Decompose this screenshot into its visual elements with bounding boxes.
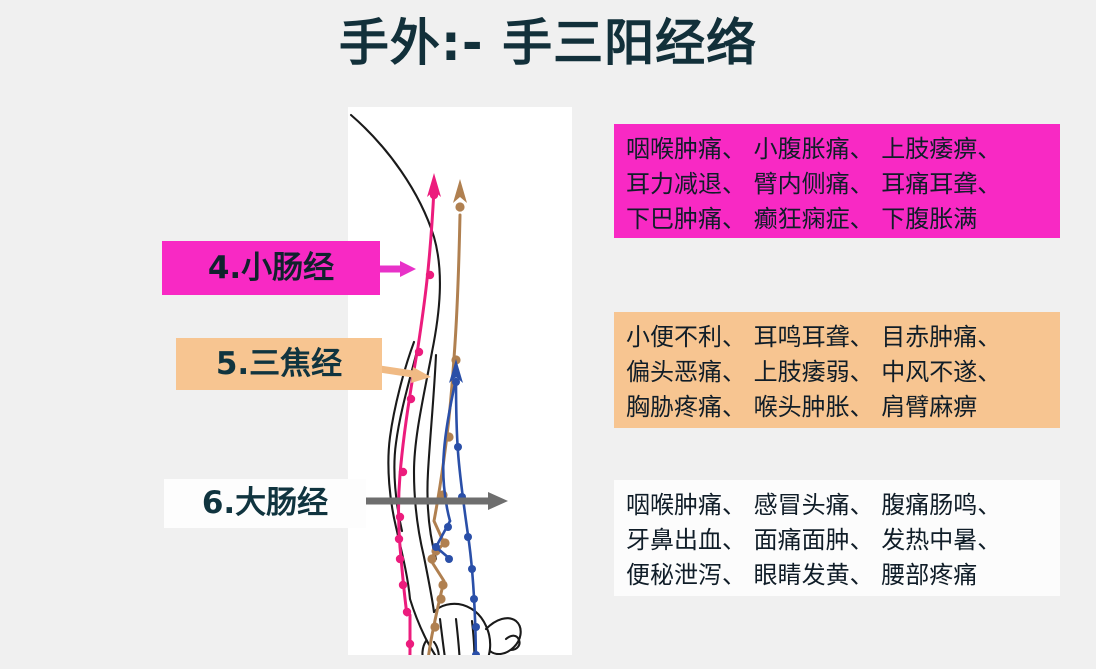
symptom-line: 便秘泄泻、 眼睛发黄、 腰部疼痛 (626, 561, 978, 589)
meridian-label-large-intestine[interactable]: 6.大肠经 (164, 479, 366, 528)
arm-meridian-diagram (348, 107, 572, 655)
symptom-line: 下巴肿痛、 癫狂痫症、 下腹胀满 (626, 205, 978, 233)
large-intestine-points (432, 378, 480, 655)
symptom-line: 胸胁疼痛、 喉头肿胀、 肩臂麻痹 (626, 393, 978, 421)
triple-burner-points (427, 202, 465, 632)
symptom-line: 耳力减退、 臂内侧痛、 耳痛耳聋、 (626, 170, 1002, 198)
symptom-line: 牙鼻出血、 面痛面肿、 发热中暑、 (626, 526, 1002, 554)
symptom-line: 偏头恶痛、 上肢痿弱、 中风不遂、 (626, 358, 1002, 386)
symptom-line: 咽喉肿痛、 小腹胀痛、 上肢痿痹、 (626, 135, 1002, 163)
large-intestine-meridian (434, 377, 478, 655)
small-intestine-arrowhead (427, 173, 441, 197)
symptom-box-small-intestine: 咽喉肿痛、 小腹胀痛、 上肢痿痹、 耳力减退、 臂内侧痛、 耳痛耳聋、 下巴肿痛… (614, 124, 1060, 238)
symptom-line: 小便不利、 耳鸣耳聋、 目赤肿痛、 (626, 323, 1002, 351)
large-intestine-arrowhead (449, 359, 463, 383)
page-title: 手外:- 手三阳经络 (338, 14, 758, 72)
symptom-line: 咽喉肿痛、 感冒头痛、 腹痛肠鸣、 (626, 491, 1002, 519)
meridian-label-small-intestine[interactable]: 4.小肠经 (162, 241, 380, 295)
triple-burner-arrowhead (453, 179, 467, 203)
small-intestine-points (394, 190, 439, 649)
symptom-box-large-intestine: 咽喉肿痛、 感冒头痛、 腹痛肠鸣、 牙鼻出血、 面痛面肿、 发热中暑、 便秘泄泻… (614, 480, 1060, 596)
symptom-box-triple-burner: 小便不利、 耳鸣耳聋、 目赤肿痛、 偏头恶痛、 上肢痿弱、 中风不遂、 胸胁疼痛… (614, 312, 1060, 428)
meridian-label-triple-burner[interactable]: 5.三焦经 (176, 338, 382, 390)
